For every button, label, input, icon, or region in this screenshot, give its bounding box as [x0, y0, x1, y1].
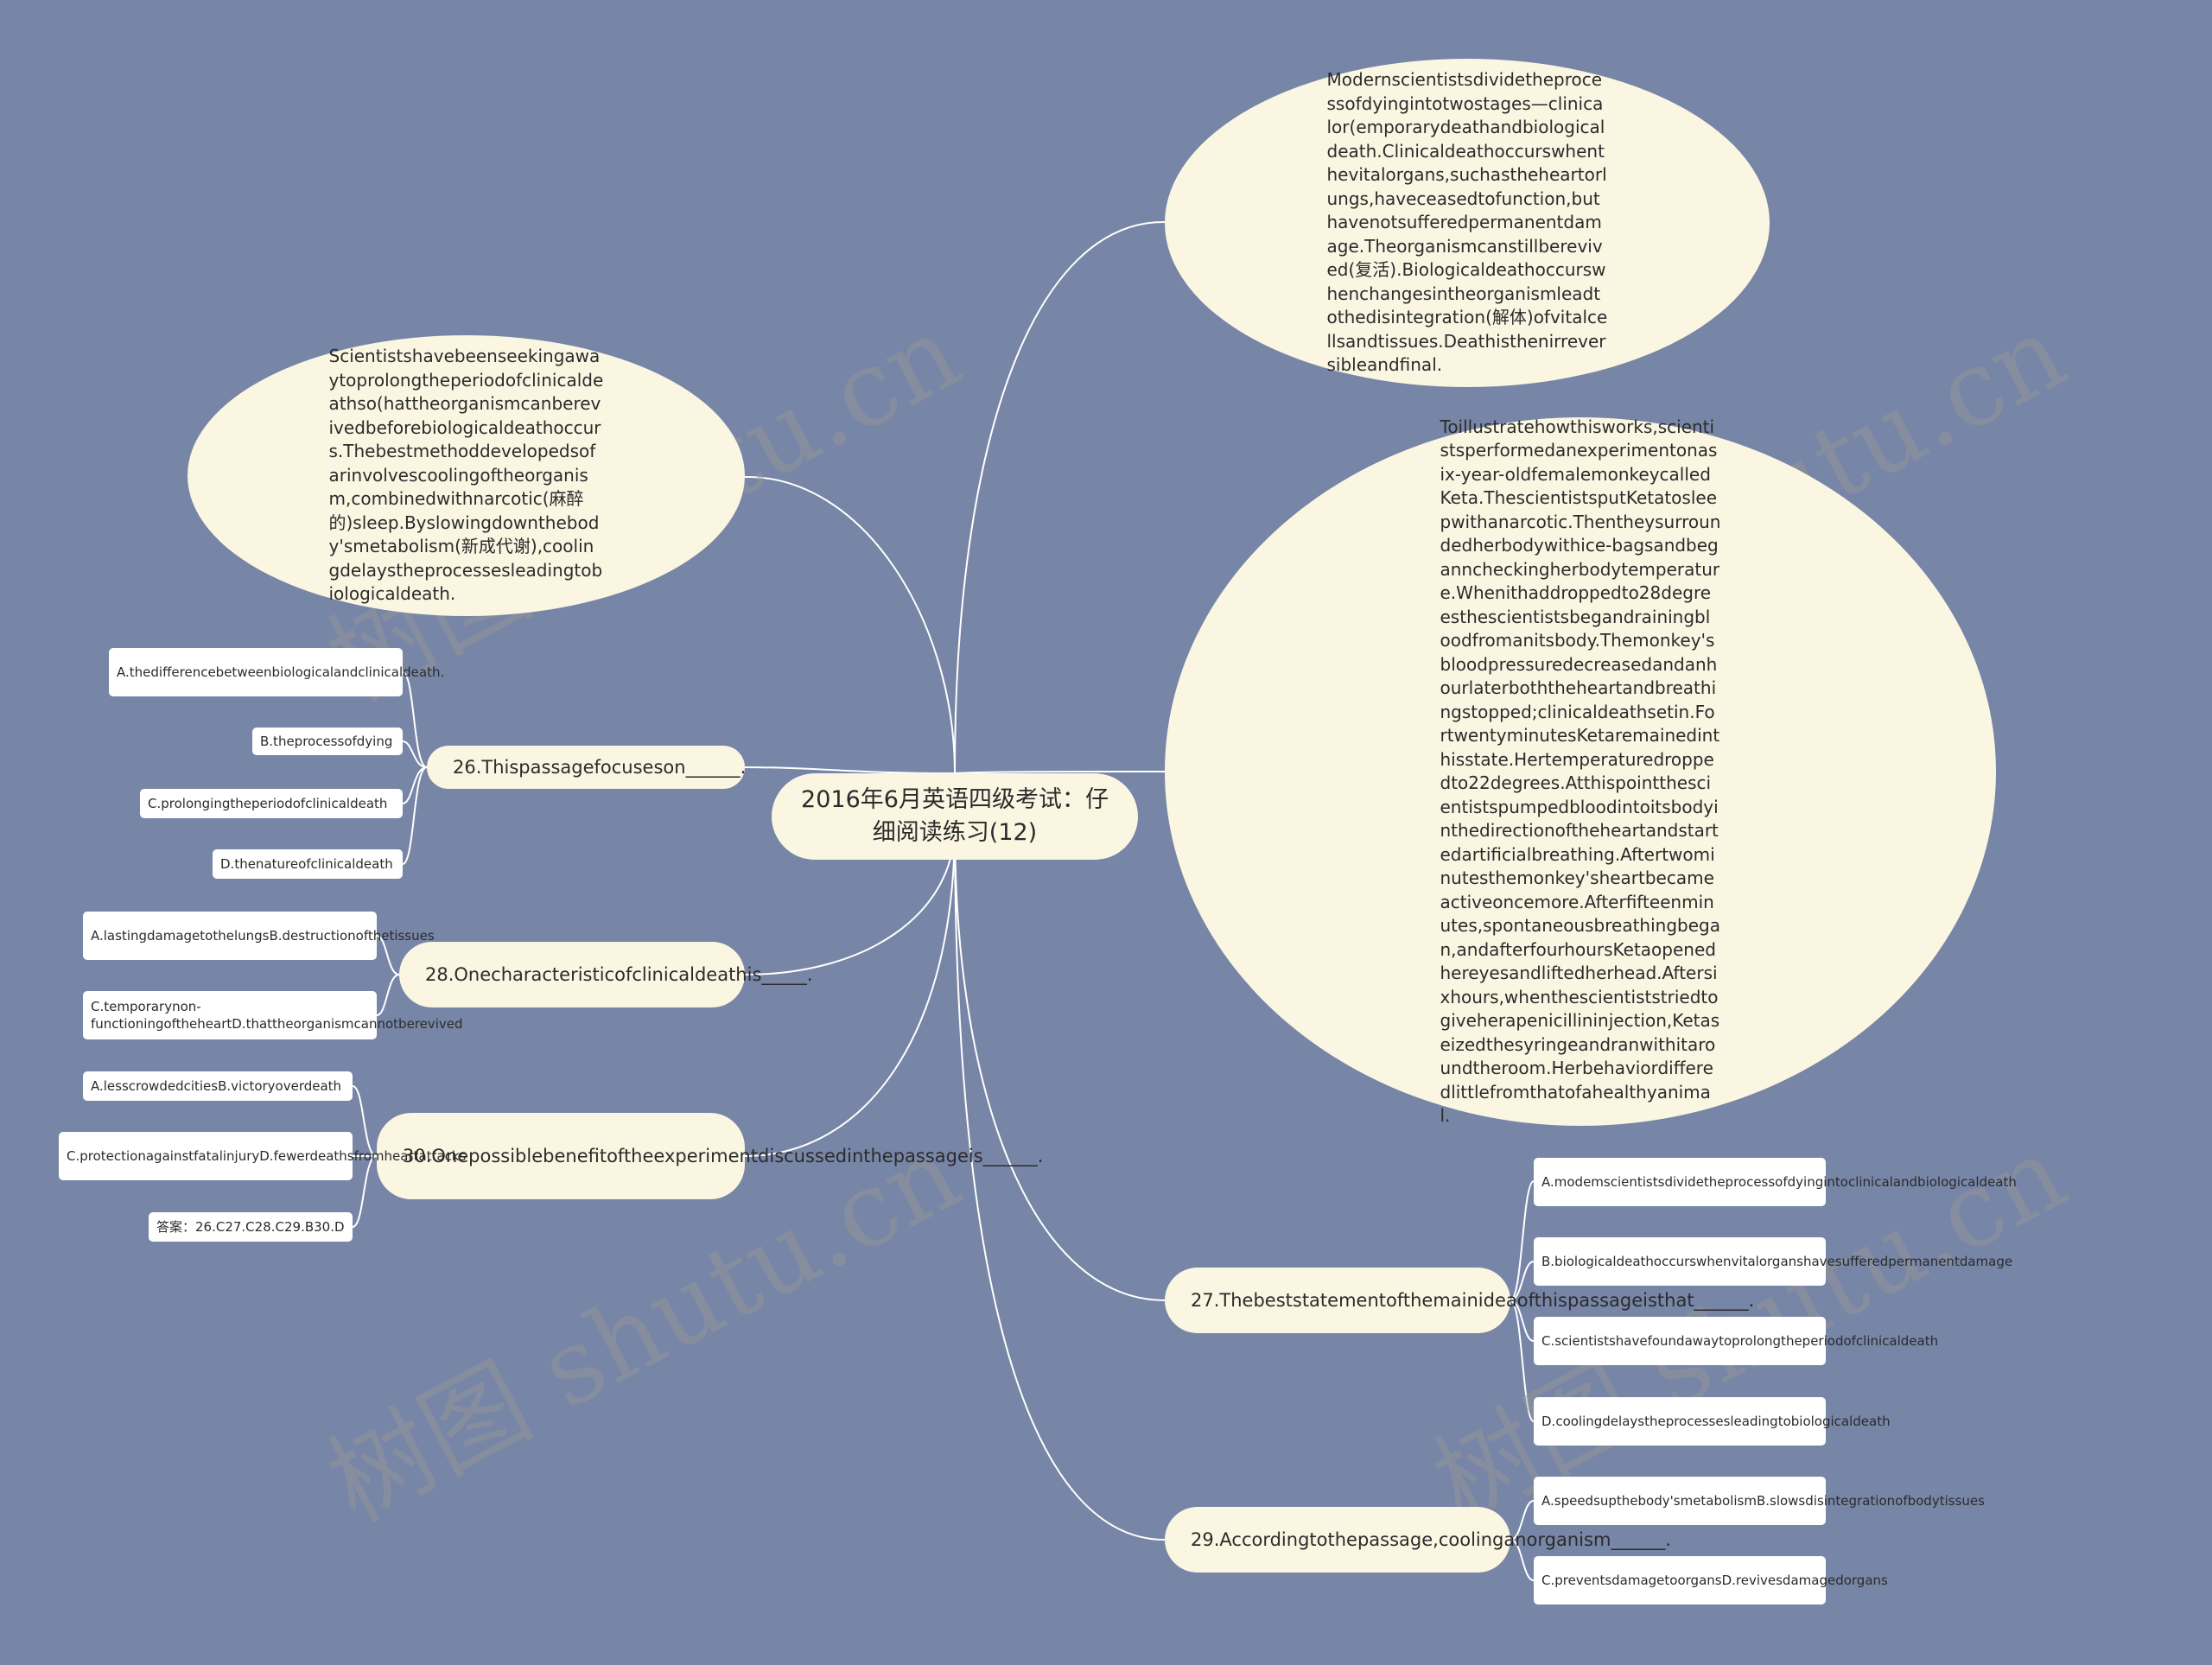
passage-3-node[interactable]: Scientistshavebeenseekingawaytoprolongth…	[188, 335, 745, 616]
q28-option-a[interactable]: A.lastingdamagetothelungsB.destructionof…	[83, 912, 435, 960]
connector	[954, 824, 1166, 1541]
option-text: C.protectionagainstfatalinjuryD.fewerdea…	[67, 1148, 467, 1164]
connector	[402, 766, 428, 804]
question-27[interactable]: 27.Thebeststatementofthemainideaofthispa…	[1165, 1268, 1754, 1333]
question-27-text: 27.Thebeststatementofthemainideaofthispa…	[1191, 1289, 1755, 1311]
connector	[376, 974, 400, 1016]
question-30[interactable]: 30.Onepossiblebenefitoftheexperimentdisc…	[377, 1113, 1043, 1199]
connector	[954, 824, 1166, 1301]
connector	[352, 1155, 378, 1228]
option-text: B.theprocessofdying	[260, 734, 393, 749]
connector	[744, 475, 956, 774]
option-text: A.speedsupthebody'smetabolismB.slowsdisi…	[1541, 1493, 1985, 1509]
option-text: C.preventsdamagetoorgansD.revivesdamaged…	[1541, 1573, 1888, 1588]
option-text: B.biologicaldeathoccurswhenvitalorgansha…	[1541, 1254, 2013, 1269]
option-text: C.prolongingtheperiodofclinicaldeath	[148, 796, 388, 811]
connector	[402, 740, 428, 768]
option-text: A.lesscrowdedcitiesB.victoryoverdeath	[91, 1078, 342, 1094]
passage-1-node[interactable]: Modernscientistsdividetheprocessofdyingi…	[1165, 59, 1770, 387]
q26-option-a[interactable]: A.thedifferencebetweenbiologicalandclini…	[109, 648, 444, 696]
q30-option-a[interactable]: A.lesscrowdedcitiesB.victoryoverdeath	[83, 1071, 353, 1101]
q27-option-d[interactable]: D.coolingdelaystheprocessesleadingtobiol…	[1534, 1397, 1891, 1446]
q26-option-c[interactable]: C.prolongingtheperiodofclinicaldeath	[140, 789, 403, 818]
connector	[954, 220, 1166, 774]
root-title: 2016年6月英语四级考试：仔细阅读练习(12)	[801, 786, 1109, 846]
option-text: A.lastingdamagetothelungsB.destructionof…	[91, 928, 435, 944]
passage-2-node[interactable]: Toillustratehowthisworks,scientistsperfo…	[1165, 416, 1996, 1127]
root-topic[interactable]: 2016年6月英语四级考试：仔细阅读练习(12)	[772, 773, 1138, 860]
connector	[1510, 1500, 1535, 1541]
connector	[1510, 1539, 1535, 1581]
q30-answer-key[interactable]: 答案：26.C27.C28.C29.B30.D	[149, 1212, 353, 1242]
option-text: C.temporarynon-functioningoftheheartD.th…	[91, 999, 463, 1032]
answer-text: 答案：26.C27.C28.C29.B30.D	[156, 1219, 345, 1235]
connector	[744, 824, 956, 1157]
q27-option-a[interactable]: A.modemscientistsdividetheprocessofdying…	[1534, 1158, 2017, 1206]
question-29-text: 29.Accordingtothepassage,coolinganorgani…	[1191, 1528, 1672, 1550]
option-text: D.thenatureofclinicaldeath	[220, 856, 393, 872]
option-text: D.coolingdelaystheprocessesleadingtobiol…	[1541, 1414, 1891, 1429]
connector	[402, 671, 428, 768]
connector	[1510, 1180, 1535, 1301]
connector	[1510, 1261, 1535, 1301]
q27-option-c[interactable]: C.scientistshavefoundawaytoprolongtheper…	[1534, 1317, 1938, 1365]
q26-option-d[interactable]: D.thenatureofclinicaldeath	[213, 849, 403, 879]
connector	[352, 1085, 378, 1157]
question-26[interactable]: 26.Thispassagefocuseson______.	[427, 746, 747, 789]
passage-3-text: Scientistshavebeenseekingawaytoprolongth…	[328, 346, 604, 605]
q27-option-b[interactable]: B.biologicaldeathoccurswhenvitalorgansha…	[1534, 1237, 2012, 1286]
connector	[402, 766, 428, 865]
option-text: A.thedifferencebetweenbiologicalandclini…	[117, 664, 445, 680]
question-26-text: 26.Thispassagefocuseson______.	[453, 756, 747, 778]
question-28-text: 28.Onecharacteristicofclinicaldeathis___…	[425, 963, 813, 985]
passage-2-text: Toillustratehowthisworks,scientistsperfo…	[1440, 416, 1721, 1127]
connector	[376, 935, 400, 975]
q26-option-b[interactable]: B.theprocessofdying	[252, 728, 403, 755]
connector	[1510, 1300, 1535, 1422]
q30-option-c[interactable]: C.protectionagainstfatalinjuryD.fewerdea…	[59, 1132, 466, 1180]
q29-option-a[interactable]: A.speedsupthebody'smetabolismB.slowsdisi…	[1534, 1477, 1985, 1525]
question-29[interactable]: 29.Accordingtothepassage,coolinganorgani…	[1165, 1507, 1671, 1573]
passage-1-text: Modernscientistsdividetheprocessofdyingi…	[1326, 69, 1608, 376]
connector	[954, 771, 1166, 774]
option-text: A.modemscientistsdividetheprocessofdying…	[1541, 1174, 2017, 1190]
option-text: C.scientistshavefoundawaytoprolongtheper…	[1541, 1333, 1939, 1349]
q29-option-c[interactable]: C.preventsdamagetoorgansD.revivesdamaged…	[1534, 1556, 1888, 1605]
connector	[744, 766, 956, 774]
question-30-text: 30.Onepossiblebenefitoftheexperimentdisc…	[403, 1145, 1044, 1166]
q28-option-c[interactable]: C.temporarynon-functioningoftheheartD.th…	[83, 991, 463, 1039]
connector	[1510, 1300, 1535, 1342]
question-28[interactable]: 28.Onecharacteristicofclinicaldeathis___…	[399, 942, 813, 1007]
